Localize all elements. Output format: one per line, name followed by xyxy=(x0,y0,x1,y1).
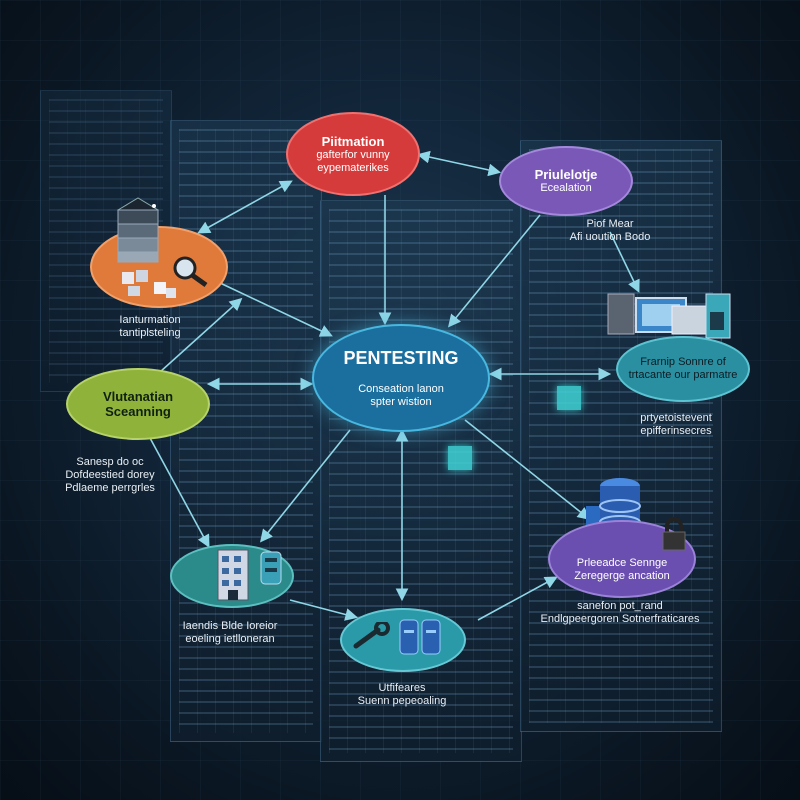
privilege-caption: Piof Mear Afi uoution Bodo xyxy=(520,218,700,244)
lock-icon xyxy=(662,517,686,551)
building-icon xyxy=(217,549,249,601)
node-vulnerability-line2: Sceanning xyxy=(105,404,171,419)
server-stack-icon xyxy=(117,197,159,263)
targeting-caption-line2: tantiplsteling xyxy=(119,327,181,339)
cylinder-icon xyxy=(399,619,441,655)
arrow-hub-to-database xyxy=(464,419,591,520)
building-caption-line1: Iaendis Blde Ioreior xyxy=(182,620,278,632)
node-privilege-escalation[interactable]: Priulelotje Ecealation xyxy=(499,146,633,216)
node-information-title: Piitmation xyxy=(321,133,385,149)
node-pentesting-hub[interactable]: PENTESTING Conseation lanon spter wistio… xyxy=(312,324,490,432)
status-light xyxy=(557,386,581,410)
node-information-gathering[interactable]: Piitmation gafterfor vunny eypematerikes xyxy=(286,112,420,196)
node-vulnerability-scanning[interactable]: Vlutanatian Sceanning xyxy=(66,368,210,440)
arrow-targeting-to-hub xyxy=(217,281,333,337)
arrow-vuln-to-targeting xyxy=(159,297,243,373)
node-vulnerability-title: Vlutanatian xyxy=(102,389,174,404)
arrow-utilities-to-database xyxy=(477,576,558,621)
server-rack-right xyxy=(520,140,722,732)
vulnerability-caption-line1: Sanesp do oc xyxy=(76,456,144,468)
node-database-line2: Zeregerge ancation xyxy=(574,570,670,582)
cylinder-icon xyxy=(260,551,282,585)
utilities-caption-line2: Suenn pepeoaling xyxy=(357,695,447,707)
node-reporting-line1: Frarnip Sonnre of xyxy=(640,356,726,368)
database-caption: sanefon pot_rand Endlgpeergoren Sotnerfr… xyxy=(530,600,710,626)
privilege-caption-line2: Afi uoution Bodo xyxy=(569,231,651,243)
reporting-caption-line1: prtyetoistevent xyxy=(640,412,712,424)
arrow-vuln-to-building xyxy=(149,437,210,548)
vulnerability-caption: Sanesp do oc Dofdeestied dorey Pdlaeme p… xyxy=(20,456,200,495)
arrow-privilege-to-hub xyxy=(447,214,541,328)
node-information-line2: gafterfor vunny xyxy=(316,148,390,161)
database-caption-line2: Endlgpeergoren Sotnerfraticares xyxy=(540,613,700,625)
database-caption-line1: sanefon pot_rand xyxy=(577,600,663,612)
targeting-caption-line1: Ianturmation xyxy=(119,314,181,326)
node-privilege-title: Priulelotje xyxy=(534,167,598,182)
building-caption-line2: eoeling ietlloneran xyxy=(185,633,275,645)
vulnerability-caption-line2: Dofdeestied dorey xyxy=(65,469,155,481)
hub-title: PENTESTING xyxy=(343,348,459,368)
privilege-caption-line1: Piof Mear xyxy=(586,218,634,230)
status-light xyxy=(448,446,472,470)
computer-monitor-icon xyxy=(607,293,731,339)
node-database-line1: Prleeadce Sennge xyxy=(576,557,668,569)
node-targeting[interactable] xyxy=(90,226,228,308)
node-reporting[interactable]: Frarnip Sonnre of trtacante our parmatre xyxy=(616,336,750,402)
utilities-caption: Utfifeares Suenn pepeoaling xyxy=(312,682,492,708)
node-information-line3: eypematerikes xyxy=(317,161,389,174)
magnifier-icon xyxy=(173,256,208,288)
arrow-info-to-targeting xyxy=(197,180,293,234)
node-reporting-line2: trtacante our parmatre xyxy=(628,369,738,381)
reporting-caption: prtyetoistevent epifferinsecres xyxy=(586,412,766,438)
arrow-info-to-privilege xyxy=(416,150,502,177)
reporting-caption-line2: epifferinsecres xyxy=(640,425,712,437)
targeting-caption: Ianturmation tantiplsteling xyxy=(60,314,240,340)
vulnerability-caption-line3: Pdlaeme perrgrles xyxy=(65,482,155,494)
arrow-hub-to-building xyxy=(260,429,351,543)
wrench-icon xyxy=(353,622,390,649)
arrow-building-to-utilities xyxy=(289,599,359,621)
utilities-caption-line1: Utfifeares xyxy=(378,682,426,694)
building-caption: Iaendis Blde Ioreior eoeling ietlloneran xyxy=(140,620,320,646)
hub-line1: Conseation lanon xyxy=(358,383,444,395)
node-privilege-line2: Ecealation xyxy=(540,182,592,194)
cube-cluster-icon xyxy=(122,270,176,298)
arrow-privilege-to-reporting xyxy=(609,231,640,293)
hub-line2: spter wistion xyxy=(370,396,432,408)
